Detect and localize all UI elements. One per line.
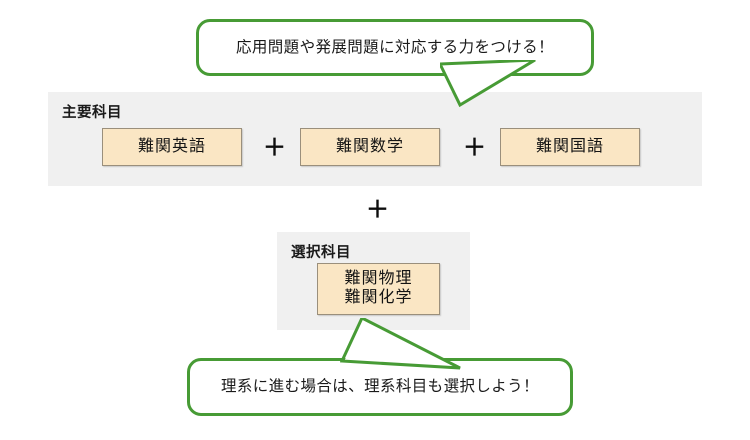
subject-chip-english[interactable]: 難関英語 [102, 128, 242, 166]
subject-chip-label: 難関数学 [335, 137, 404, 155]
group-title-elective: 選択科目 [291, 245, 351, 261]
callout-bubble-bottom: 理系に進む場合は、理系科目も選択しよう！ [187, 358, 573, 416]
group-title-core: 主要科目 [62, 105, 122, 121]
subject-chip-japanese[interactable]: 難関国語 [500, 128, 640, 166]
plus-operator-1: ＋ [263, 134, 286, 160]
plus-operator-2: ＋ [463, 134, 486, 160]
subject-chip-label: 難関物理 難関化学 [344, 270, 413, 306]
plus-operator-between-groups: ＋ [366, 196, 389, 222]
callout-bottom-text: 理系に進む場合は、理系科目も選択しよう！ [220, 378, 539, 396]
subject-chip-math[interactable]: 難関数学 [300, 128, 440, 166]
subject-chip-label: 難関国語 [535, 137, 604, 155]
callout-bubble-top: 応用問題や発展問題に対応する力をつける！ [196, 19, 594, 76]
callout-top-text: 応用問題や発展問題に対応する力をつける！ [235, 38, 554, 56]
subject-chip-science[interactable]: 難関物理 難関化学 [317, 263, 440, 315]
subject-chip-label: 難関英語 [137, 137, 206, 155]
